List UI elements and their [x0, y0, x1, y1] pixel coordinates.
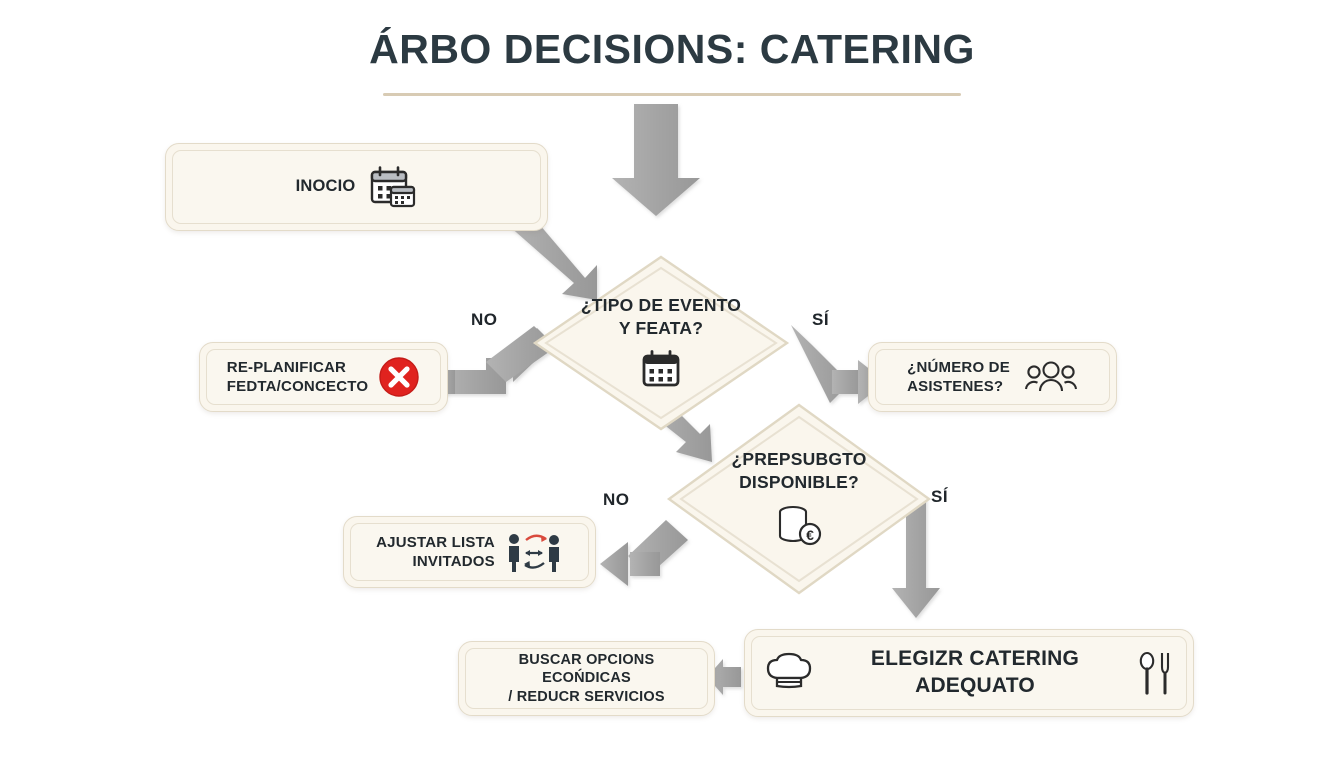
edge-label-event-no: NO [471, 310, 498, 329]
node-adjust-guests-inner: AJUSTAR LISTA INVITADOS [350, 523, 589, 581]
decision-event-type[interactable]: ¿TIPO DE EVENTO Y FEATA? [530, 252, 792, 434]
decision-budget-label: ¿PREPSUBGTO DISPONIBLE? [731, 449, 867, 492]
node-start-label: INOCIO [295, 177, 356, 196]
edge-label-budget-no: NO [603, 490, 630, 509]
node-attendees-label: ¿NÚMERO DE ASISTENES? [907, 358, 1010, 395]
node-cheaper-options-inner: BUSCAR OPCIONS ECOŃDICAS / REDUCR SERVIC… [465, 648, 708, 709]
red-x-circle-icon [379, 357, 419, 397]
page-title: ÁRBO DECISIONS: CATERING [369, 26, 975, 72]
calendar-icon [642, 349, 680, 387]
node-choose-catering[interactable]: ELEGIZR CATERING ADEQUATO [744, 629, 1194, 717]
arrow-title-to-flow [612, 104, 700, 216]
node-attendees-inner: ¿NÚMERO DE ASISTENES? [875, 349, 1110, 405]
node-choose-catering-inner: ELEGIZR CATERING ADEQUATO [751, 636, 1187, 710]
node-adjust-guests[interactable]: AJUSTAR LISTA INVITADOS [343, 516, 596, 588]
people-group-icon [1024, 361, 1077, 392]
svg-text:€: € [806, 527, 814, 543]
decision-budget[interactable]: ¿PREPSUBGTO DISPONIBLE? € [664, 400, 934, 598]
node-attendees[interactable]: ¿NÚMERO DE ASISTENES? [868, 342, 1117, 412]
edge-label-event-si: SÍ [812, 310, 830, 329]
node-replan-label: RE-PLANIFICAR FEDTA/CONCECTO [226, 358, 369, 395]
coins-euro-icon: € [778, 505, 822, 545]
decision-budget-content: ¿PREPSUBGTO DISPONIBLE? € [664, 400, 934, 598]
calendar-icon [371, 166, 416, 208]
node-replan[interactable]: RE-PLANIFICAR FEDTA/CONCECTO [199, 342, 448, 412]
chef-hat-icon [766, 652, 812, 689]
title-block: ÁRBO DECISIONS: CATERING [0, 26, 1344, 83]
edge-label-budget-si: SÍ [931, 487, 949, 506]
node-start-inner: INOCIO [172, 150, 541, 224]
decision-event-type-label: ¿TIPO DE EVENTO Y FEATA? [580, 295, 742, 338]
node-choose-catering-label: ELEGIZR CATERING ADEQUATO [870, 647, 1080, 697]
decision-event-type-shape [532, 255, 790, 431]
decision-budget-shape [666, 403, 932, 595]
node-cheaper-options-label: BUSCAR OPCIONS ECOŃDICAS / REDUCR SERVIC… [508, 651, 665, 705]
node-replan-inner: RE-PLANIFICAR FEDTA/CONCECTO [206, 349, 441, 405]
node-adjust-guests-label: AJUSTAR LISTA INVITADOS [376, 533, 495, 570]
decision-event-type-content: ¿TIPO DE EVENTO Y FEATA? [530, 252, 792, 434]
title-underline-rule [383, 93, 961, 96]
node-start[interactable]: INOCIO [165, 143, 548, 231]
cutlery-icon [1139, 651, 1170, 695]
people-exchange-icon [508, 534, 559, 572]
node-cheaper-options[interactable]: BUSCAR OPCIONS ECOŃDICAS / REDUCR SERVIC… [458, 641, 715, 716]
